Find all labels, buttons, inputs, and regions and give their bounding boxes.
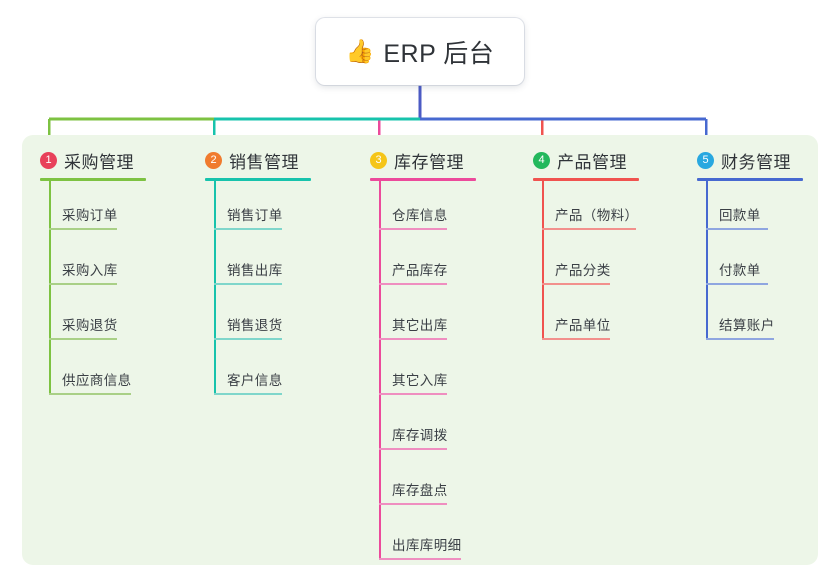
branch-leaf-label: 库存调拨 [392, 428, 448, 443]
branch-leaf-item[interactable]: 回款单 [706, 196, 784, 230]
branch-leaf-underline [542, 338, 610, 340]
branch-badge-icon: 5 [697, 152, 714, 169]
branch-leaf-item[interactable]: 库存盘点 [379, 471, 463, 505]
branch-title: 库存管理 [394, 153, 464, 172]
branch-header-5[interactable]: 5 财务管理 [697, 148, 791, 173]
branch-badge-icon: 1 [40, 152, 57, 169]
branch-header-1[interactable]: 1 采购管理 [40, 148, 134, 173]
branch-leaf-item[interactable]: 出库库明细 [379, 526, 477, 560]
branch-underline [370, 178, 476, 181]
branch-leaf-underline [49, 393, 131, 395]
branch-leaf-underline [542, 283, 610, 285]
branch-spine [49, 178, 51, 395]
branch-leaf-item[interactable]: 库存调拨 [379, 416, 463, 450]
branch-title: 采购管理 [64, 153, 134, 172]
branch-leaf-underline [706, 283, 768, 285]
branch-leaf-item[interactable]: 销售出库 [214, 251, 298, 285]
branch-header-4[interactable]: 4 产品管理 [533, 148, 627, 173]
branch-leaf-underline [214, 228, 282, 230]
branch-leaf-item[interactable]: 客户信息 [214, 361, 298, 395]
thumbs-up-icon: 👍 [345, 38, 375, 64]
branch-leaf-label: 其它出库 [392, 318, 448, 333]
branch-leaf-underline [706, 228, 768, 230]
branch-leaf-underline [214, 283, 282, 285]
branch-underline [533, 178, 639, 181]
branch-leaf-label: 采购退货 [62, 318, 118, 333]
branch-underline [697, 178, 803, 181]
branch-badge-icon: 4 [533, 152, 550, 169]
branch-leaf-underline [379, 283, 447, 285]
branch-leaf-item[interactable]: 采购入库 [49, 251, 133, 285]
branch-leaf-underline [379, 448, 447, 450]
branch-header-2[interactable]: 2 销售管理 [205, 148, 299, 173]
branch-spine [379, 178, 381, 560]
branch-leaf-label: 客户信息 [227, 373, 283, 388]
branch-leaf-item[interactable]: 销售退货 [214, 306, 298, 340]
branch-title: 财务管理 [721, 153, 791, 172]
branch-leaf-item[interactable]: 结算账户 [706, 306, 790, 340]
branch-leaf-underline [49, 228, 117, 230]
branch-leaf-item[interactable]: 采购订单 [49, 196, 133, 230]
branch-leaf-item[interactable]: 产品库存 [379, 251, 463, 285]
branch-leaf-item[interactable]: 付款单 [706, 251, 784, 285]
root-node[interactable]: 👍 ERP 后台 [316, 18, 524, 85]
branch-leaf-label: 仓库信息 [392, 208, 448, 223]
branch-leaf-underline [706, 338, 774, 340]
branch-leaf-underline [214, 393, 282, 395]
branch-leaf-label: 销售订单 [227, 208, 283, 223]
branch-title: 产品管理 [557, 153, 627, 172]
branch-leaf-label: 产品（物料） [555, 208, 639, 223]
branch-leaf-label: 采购订单 [62, 208, 118, 223]
branch-leaf-item[interactable]: 产品单位 [542, 306, 626, 340]
branch-leaf-underline [379, 558, 461, 560]
branch-spine [542, 178, 544, 340]
branch-leaf-underline [49, 338, 117, 340]
branch-leaf-label: 其它入库 [392, 373, 448, 388]
branch-underline [205, 178, 311, 181]
branch-leaf-underline [379, 228, 447, 230]
branches-panel: 1 采购管理采购订单采购入库采购退货供应商信息 2 销售管理销售订单销售出库销售退货客… [22, 135, 818, 565]
branch-leaf-label: 供应商信息 [62, 373, 132, 388]
branch-underline [40, 178, 146, 181]
branch-header-3[interactable]: 3 库存管理 [370, 148, 464, 173]
branch-leaf-item[interactable]: 仓库信息 [379, 196, 463, 230]
branch-badge-icon: 2 [205, 152, 222, 169]
branch-leaf-label: 回款单 [719, 208, 761, 223]
branch-title: 销售管理 [229, 153, 299, 172]
branch-leaf-item[interactable]: 产品分类 [542, 251, 626, 285]
branch-spine [214, 178, 216, 395]
branch-leaf-label: 出库库明细 [392, 538, 462, 553]
branch-leaf-item[interactable]: 采购退货 [49, 306, 133, 340]
branch-leaf-item[interactable]: 其它入库 [379, 361, 463, 395]
branch-leaf-item[interactable]: 销售订单 [214, 196, 298, 230]
branch-leaf-item[interactable]: 其它出库 [379, 306, 463, 340]
branch-leaf-label: 产品单位 [555, 318, 611, 333]
branch-leaf-label: 采购入库 [62, 263, 118, 278]
branch-leaf-underline [379, 503, 447, 505]
root-node-content: 👍 ERP 后台 [346, 34, 495, 70]
branch-leaf-label: 结算账户 [719, 318, 775, 333]
branch-leaf-underline [214, 338, 282, 340]
branch-leaf-item[interactable]: 供应商信息 [49, 361, 147, 395]
branch-leaf-label: 产品库存 [392, 263, 448, 278]
branch-leaf-underline [379, 393, 447, 395]
branch-badge-icon: 3 [370, 152, 387, 169]
branch-spine [706, 178, 708, 340]
root-node-title: ERP 后台 [383, 39, 495, 68]
branch-leaf-underline [379, 338, 447, 340]
branch-leaf-label: 销售退货 [227, 318, 283, 333]
branch-leaf-label: 库存盘点 [392, 483, 448, 498]
branch-leaf-underline [542, 228, 636, 230]
branch-leaf-underline [49, 283, 117, 285]
branch-leaf-label: 付款单 [719, 263, 761, 278]
branch-leaf-label: 销售出库 [227, 263, 283, 278]
branch-leaf-item[interactable]: 产品（物料） [542, 196, 652, 230]
branch-leaf-label: 产品分类 [555, 263, 611, 278]
